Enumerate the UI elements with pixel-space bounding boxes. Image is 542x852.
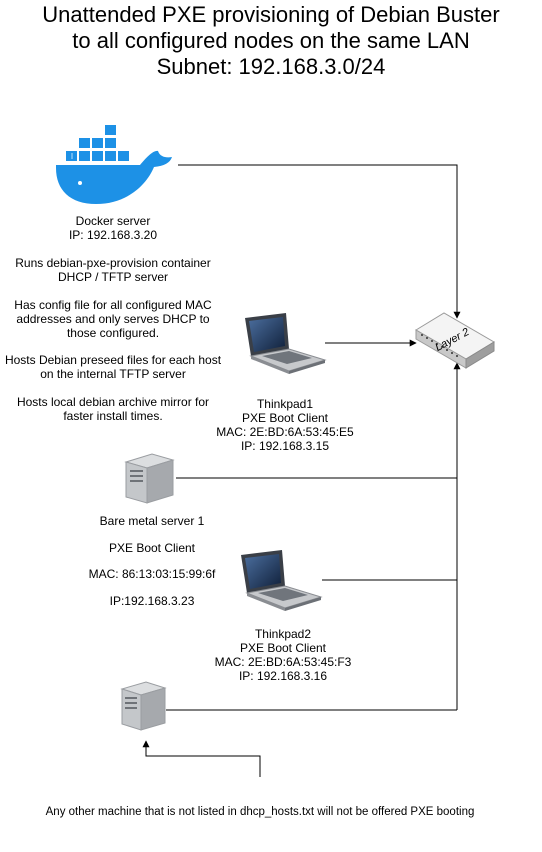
- docker-connector: [178, 164, 461, 319]
- thinkpad2-laptop-icon: [241, 550, 323, 611]
- thinkpad1-mac: MAC: 2E:BD:6A:53:45:E5: [216, 425, 354, 439]
- baremetal-name: Bare metal server 1: [99, 514, 205, 528]
- docker-desc-line: Has config file for all configured MAC: [14, 298, 212, 312]
- docker-server-name: Docker server: [75, 214, 151, 228]
- note-arrow: [142, 740, 261, 777]
- baremetal-mac: MAC: 86:13:03:15:99:6f: [88, 567, 216, 581]
- thinkpad2-mac: MAC: 2E:BD:6A:53:45:F3: [214, 655, 352, 669]
- title-line-1: Unattended PXE provisioning of Debian Bu…: [42, 2, 500, 27]
- docker-desc-line: Hosts local debian archive mirror for: [16, 395, 210, 409]
- thinkpad1-role: PXE Boot Client: [241, 411, 329, 425]
- thinkpad2-ip: IP: 192.168.3.16: [238, 669, 328, 683]
- title-line-2: to all configured nodes on the same LAN: [72, 28, 470, 53]
- docker-desc-line: Hosts Debian preseed files for each host: [4, 353, 222, 367]
- docker-whale-icon: [56, 125, 172, 204]
- other-machine-server-icon: [120, 681, 167, 731]
- thinkpad1-laptop-icon: [245, 313, 327, 374]
- title-line-3: Subnet: 192.168.3.0/24: [156, 54, 386, 79]
- docker-desc-line: those configured.: [66, 326, 160, 340]
- baremetal-ip: IP:192.168.3.23: [109, 594, 195, 608]
- baremetal-role: PXE Boot Client: [108, 541, 196, 555]
- layer2-switch-icon: [415, 312, 495, 369]
- docker-desc-line: addresses and only serves DHCP to: [16, 312, 210, 326]
- thinkpad1-name: Thinkpad1: [256, 397, 314, 411]
- docker-desc-line: Runs debian-pxe-provision container: [15, 256, 211, 270]
- thinkpad1-ip: IP: 192.168.3.15: [240, 439, 330, 453]
- docker-server-ip: IP: 192.168.3.20: [68, 228, 158, 242]
- docker-desc-line: on the internal TFTP server: [40, 367, 186, 381]
- docker-desc-line: DHCP / TFTP server: [57, 270, 169, 284]
- thinkpad2-name: Thinkpad2: [254, 627, 312, 641]
- thinkpad2-role: PXE Boot Client: [239, 641, 327, 655]
- other-machine-note: Any other machine that is not listed in …: [45, 806, 475, 818]
- baremetal-server-icon: [124, 453, 175, 504]
- diagram-title: Unattended PXE provisioning of Debian Bu…: [0, 2, 542, 80]
- docker-desc-line: faster install times.: [63, 409, 163, 423]
